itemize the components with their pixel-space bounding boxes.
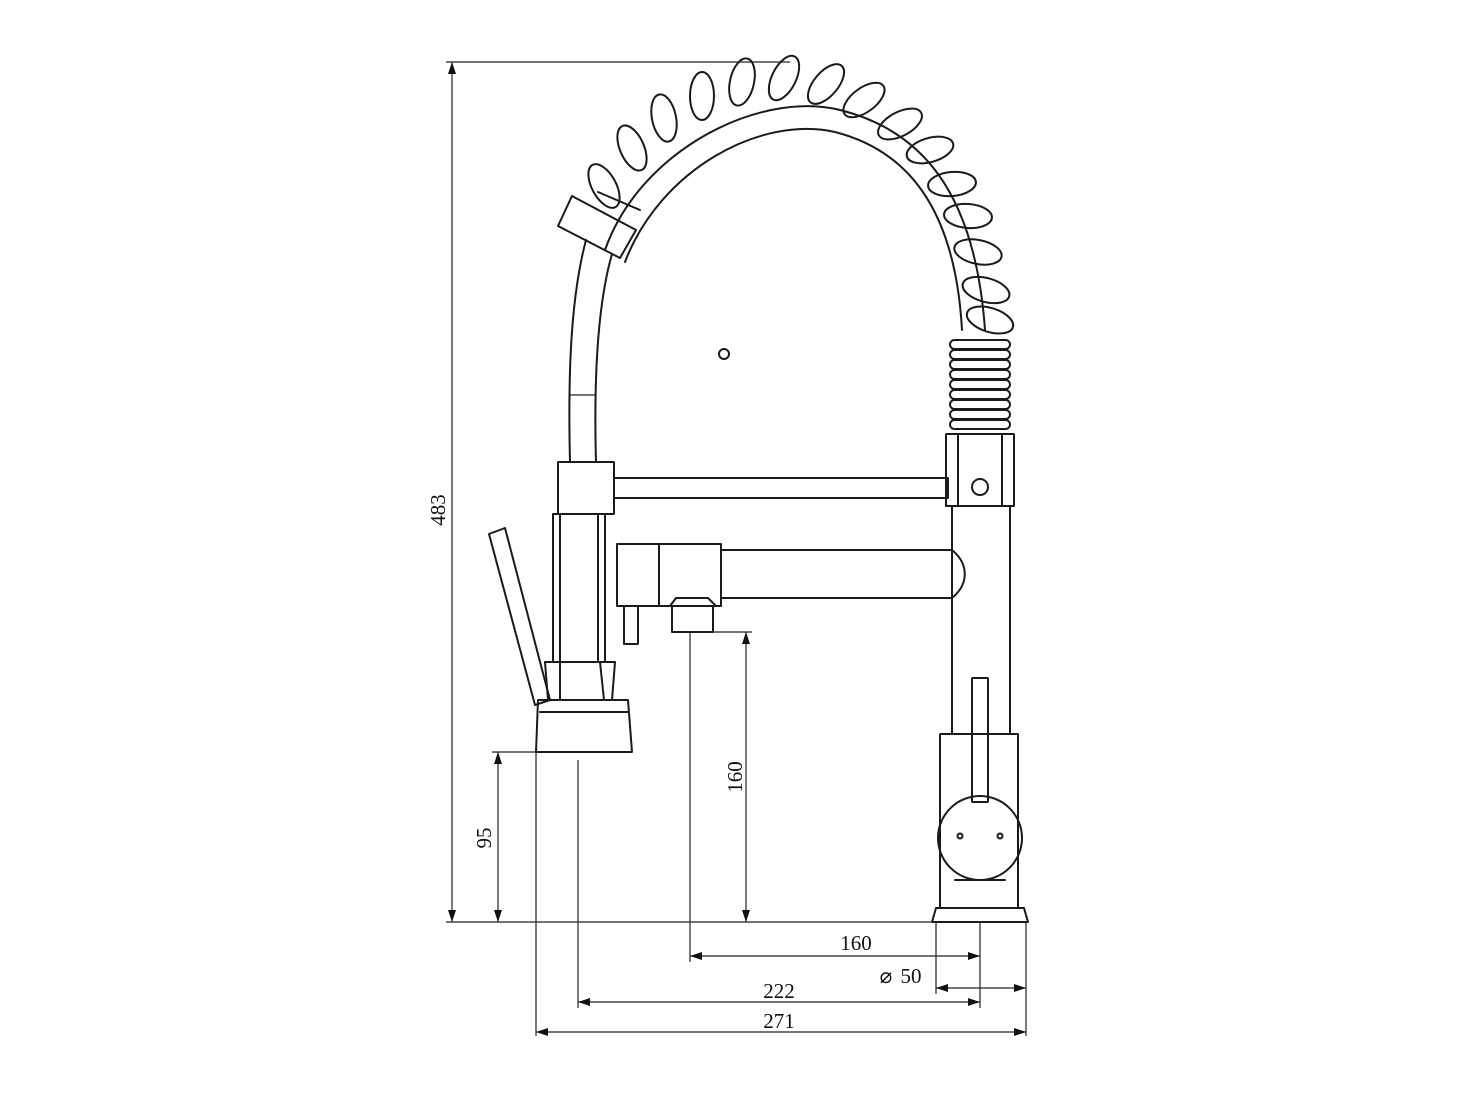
top-crossbar <box>557 461 949 515</box>
coil-loop <box>728 57 756 107</box>
coil-loop <box>650 93 678 143</box>
spring-base-ring <box>949 359 1011 370</box>
spring-base-ring <box>949 419 1011 430</box>
spring-base-ring <box>949 399 1011 410</box>
dim-label-total-height: 483 <box>426 494 450 526</box>
spring-base-ring <box>949 339 1011 350</box>
center-hole-icon <box>718 348 730 360</box>
right-column-collar <box>945 433 1015 507</box>
coil-loop <box>842 81 886 119</box>
dimension-lines: 483 95 160 160 ⌀ 50 222 271 <box>426 61 1027 1036</box>
dim-label-overall-width: 271 <box>763 1009 795 1033</box>
spring-base-ring <box>949 389 1011 400</box>
coil-loop <box>616 124 648 172</box>
coil-loop <box>806 63 846 105</box>
dim-label-base-diameter: 50 <box>901 964 922 988</box>
coil-loop <box>965 305 1015 335</box>
main-spout <box>616 543 966 645</box>
dim-label-spout-height: 160 <box>723 761 747 793</box>
dim-label-outlet-height: 95 <box>472 828 496 849</box>
pull-down-hose <box>568 239 613 463</box>
coil-loop <box>961 275 1011 305</box>
spring-base-ring <box>949 409 1011 420</box>
spray-head <box>557 191 641 259</box>
main-body-column <box>931 505 1029 923</box>
coil-loop <box>877 107 923 141</box>
dim-label-sprayer-reach: 222 <box>763 979 795 1003</box>
coil-loop <box>767 54 801 102</box>
coil-loop <box>927 170 977 198</box>
spring-base <box>949 339 1011 430</box>
diameter-symbol-icon: ⌀ <box>880 964 893 988</box>
coil-loop <box>953 238 1003 266</box>
spring-base-ring <box>949 369 1011 380</box>
spring-base-ring <box>949 379 1011 390</box>
coil-loop <box>688 71 716 121</box>
spring-coil <box>587 54 1015 335</box>
spring-base-ring <box>949 349 1011 360</box>
coil-loop <box>943 202 993 230</box>
coil-loop <box>587 163 621 209</box>
dim-label-spout-reach: 160 <box>840 931 872 955</box>
coil-loop <box>905 135 955 165</box>
left-lever <box>488 527 551 706</box>
